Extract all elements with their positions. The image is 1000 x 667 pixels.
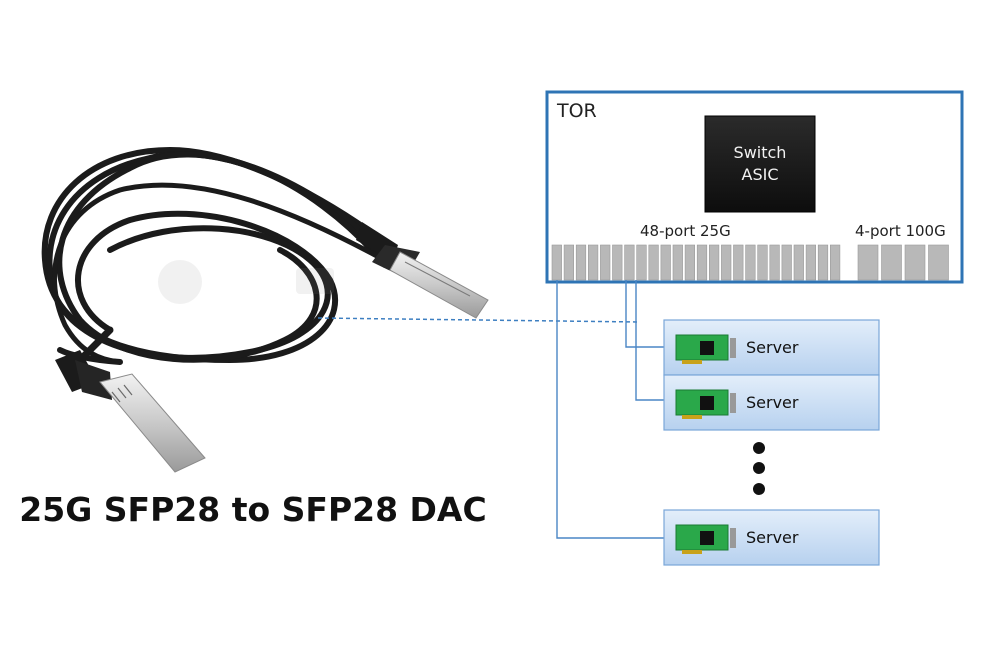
- port-100g: [904, 244, 926, 281]
- port-25g: [612, 244, 623, 281]
- port-25g: [696, 244, 708, 281]
- switch-asic-chip: [704, 115, 816, 213]
- sfp28-connector-left: [55, 350, 206, 473]
- port-25g: [636, 244, 647, 281]
- port-25g: [733, 244, 744, 281]
- port-100g: [857, 244, 879, 281]
- port-25g: [781, 244, 792, 281]
- server-2: [663, 374, 880, 431]
- product-caption: 25G SFP28 to SFP28 DAC: [19, 490, 487, 529]
- nic-card-icon: [675, 524, 729, 551]
- switch-asic-label: Switch ASIC: [705, 142, 815, 186]
- server-label-3: Server: [746, 528, 799, 547]
- sfp28-connector-right: [356, 222, 489, 319]
- port-25g: [563, 244, 574, 281]
- port-25g: [600, 244, 611, 281]
- port-25g: [672, 244, 683, 281]
- server-label-1: Server: [746, 338, 799, 357]
- port-25g: [721, 244, 732, 281]
- port-25g: [829, 244, 841, 281]
- port-25g: [745, 244, 756, 281]
- ports-100g-group: [857, 244, 949, 281]
- port-25g: [708, 244, 720, 281]
- asic-label-line1: Switch: [733, 143, 787, 162]
- cable-callout-line: [317, 317, 639, 323]
- more-servers-ellipsis: [753, 442, 765, 495]
- ports-100g-label: 4-port 100G: [855, 222, 946, 240]
- port-25g: [587, 244, 599, 281]
- server-label-2: Server: [746, 393, 799, 412]
- port-100g: [881, 244, 902, 281]
- port-25g: [817, 244, 829, 281]
- ports-25g-group: [551, 244, 841, 281]
- port-25g: [769, 244, 780, 281]
- port-25g: [757, 244, 768, 281]
- port-25g: [805, 244, 816, 281]
- tor-label: TOR: [557, 100, 597, 122]
- port-100g: [928, 244, 949, 281]
- asic-label-line2: ASIC: [741, 165, 779, 184]
- ports-25g-label: 48-port 25G: [640, 222, 731, 240]
- nic-card-icon: [675, 389, 729, 416]
- port-25g: [793, 244, 804, 281]
- port-25g: [648, 244, 659, 281]
- port-25g: [624, 244, 635, 281]
- dac-cable: [41, 146, 398, 366]
- port-25g: [551, 244, 562, 281]
- server-links: [556, 280, 676, 539]
- server-3: [663, 509, 880, 566]
- port-25g: [660, 244, 671, 281]
- port-25g: [684, 244, 695, 281]
- port-25g: [575, 244, 587, 281]
- watermark-logo: [158, 260, 334, 304]
- server-1: [663, 319, 880, 376]
